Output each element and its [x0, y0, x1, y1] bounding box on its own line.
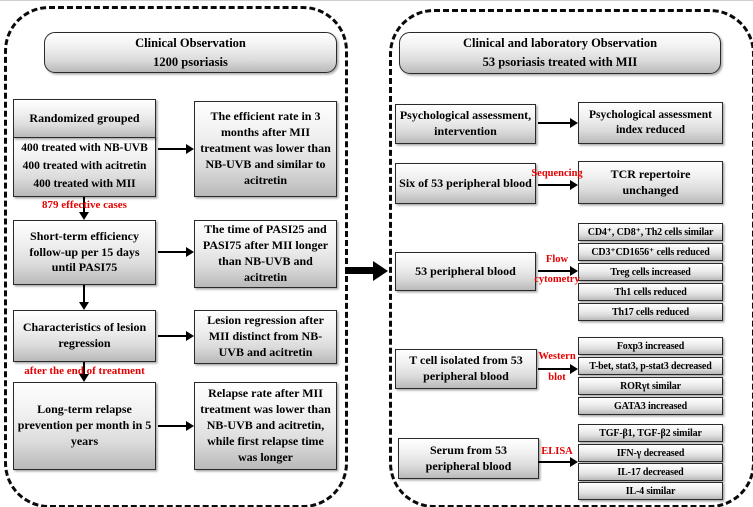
flow-result-1: CD3⁺CD1656⁺ cells reduced [591, 246, 710, 258]
psych-result-text: Psychological assessment index reduced [589, 108, 712, 136]
method-blot-label: blot [548, 372, 566, 383]
western-result-1: T-bet, stat3, p-stat3 decreased [589, 360, 712, 372]
right-panel-title-box: Clinical and laboratory Observation 53 p… [399, 32, 721, 74]
result-lesion-regression-box: Lesion regression after MII distinct fro… [194, 310, 337, 364]
right-title-line1: Clinical and laboratory Observation [462, 36, 658, 51]
short-term-label: Short-term efficiency follow-up per 15 d… [29, 228, 140, 275]
western-result-2: RORγt similar [620, 380, 681, 392]
long-term-box: Long-term relapse prevention per month i… [13, 382, 156, 470]
arrow-psych-to-result [538, 122, 570, 124]
serum-label: Serum from 53 peripheral blood [425, 442, 512, 473]
arrow-down-to-lesion [83, 285, 85, 302]
flow-result-4: Th17 cells reduced [611, 306, 690, 318]
arrow-shortterm-to-result [158, 251, 186, 253]
western-result-item: T-bet, stat3, p-stat3 decreased [578, 357, 723, 375]
psych-assessment-label: Psychological assessment, intervention [399, 108, 532, 138]
arrow-longterm-to-result [158, 425, 186, 427]
elisa-result-item: IL-4 similar [578, 482, 723, 500]
panel-connector-arrow [345, 267, 373, 274]
lesion-characteristics-box: Characteristics of lesion regression [13, 310, 156, 362]
long-term-label: Long-term relapse prevention per month i… [17, 402, 152, 448]
elisa-result-item: TGF-β1, TGF-β2 similar [578, 424, 723, 442]
elisa-result-2: IL-17 decreased [617, 466, 684, 478]
left-panel-title-box: Clinical Observation 1200 psoriasis [44, 32, 337, 73]
left-title-line1: Clinical Observation [135, 35, 246, 50]
psych-result-box: Psychological assessment index reduced [578, 102, 723, 144]
flow-result-0: CD4⁺, CD8⁺, Th2 cells similar [587, 226, 714, 238]
result-lesion-regression-text: Lesion regression after MII distinct fro… [207, 313, 324, 359]
serum-box: Serum from 53 peripheral blood [398, 438, 539, 479]
randomized-grouped-box: Randomized grouped [13, 99, 156, 138]
tcell-isolated-label: T cell isolated from 53 peripheral blood [409, 353, 523, 383]
group-acitretin: 400 treated with acitretin [22, 160, 147, 173]
note-effective-cases: 879 effective cases [42, 199, 127, 211]
flow-result-item: CD3⁺CD1656⁺ cells reduced [578, 243, 723, 261]
arrow-elisa [538, 461, 570, 463]
treatment-groups-box: 400 treated with NB-UVB 400 treated with… [13, 137, 156, 197]
tcr-result-text: TCR repertoire unchanged [610, 166, 691, 197]
arrow-western-blot [538, 368, 570, 370]
flow-result-item: Th1 cells reduced [578, 283, 723, 301]
arrow-down-effective-cases [83, 197, 85, 212]
peripheral-blood-box: 53 peripheral blood [395, 252, 536, 291]
flow-result-item: Th17 cells reduced [578, 303, 723, 321]
result-relapse-rate-box: Relapse rate after MII treatment was low… [194, 382, 337, 470]
tcr-result-box: TCR repertoire unchanged [578, 161, 723, 204]
psych-assessment-box: Psychological assessment, intervention [395, 104, 536, 144]
flow-result-item: Treg cells increased [578, 263, 723, 281]
flow-result-item: CD4⁺, CD8⁺, Th2 cells similar [578, 223, 723, 241]
method-western-label: Western [538, 351, 576, 362]
method-cytometry-label: cytometry [534, 274, 580, 285]
flow-result-3: Th1 cells reduced [614, 286, 687, 298]
result-pasi-time-text: The time of PASI25 and PASI75 after MII … [202, 222, 329, 284]
method-sequencing-label: Sequencing [531, 168, 583, 179]
group-nbuvb: 400 treated with NB-UVB [21, 142, 148, 155]
elisa-result-1: IFN-γ decreased [616, 447, 685, 459]
western-result-0: Foxp3 increased [616, 340, 685, 352]
right-title-line2: 53 psoriasis treated with MII [482, 55, 638, 69]
short-term-box: Short-term efficiency follow-up per 15 d… [13, 220, 156, 285]
western-result-3: GATA3 increased [613, 400, 688, 412]
result-pasi-time-box: The time of PASI25 and PASI75 after MII … [194, 220, 337, 288]
arrow-randomized-to-result [158, 148, 186, 150]
elisa-result-item: IFN-γ decreased [578, 444, 723, 462]
arrow-flow-cytometry [538, 270, 570, 272]
western-result-item: Foxp3 increased [578, 337, 723, 355]
western-result-item: GATA3 increased [578, 397, 723, 415]
result-efficient-rate-text: The efficient rate in 3 months after MII… [200, 109, 331, 187]
arrow-sequencing [538, 184, 570, 186]
flow-result-2: Treg cells increased [610, 266, 691, 278]
peripheral-blood-label: 53 peripheral blood [415, 263, 516, 278]
western-result-item: RORγt similar [578, 377, 723, 395]
elisa-result-item: IL-17 decreased [578, 463, 723, 481]
arrow-lesion-to-result [158, 335, 186, 337]
method-flow-label: Flow [545, 254, 569, 265]
randomized-grouped-label: Randomized grouped [29, 110, 140, 125]
tcell-isolated-box: T cell isolated from 53 peripheral blood [395, 349, 537, 389]
left-title-line2: 1200 psoriasis [153, 54, 228, 69]
elisa-result-3: IL-4 similar [625, 485, 676, 497]
elisa-result-0: TGF-β1, TGF-β2 similar [599, 427, 702, 439]
note-after-treatment: after the end of treatment [24, 365, 145, 377]
group-mii: 400 treated with MII [33, 177, 136, 190]
lesion-characteristics-label: Characteristics of lesion regression [22, 320, 147, 350]
six-peripheral-blood-label: Six of 53 peripheral blood [399, 175, 532, 190]
arrow-down-after-treatment [83, 362, 85, 374]
six-peripheral-blood-box: Six of 53 peripheral blood [395, 163, 536, 204]
result-relapse-rate-text: Relapse rate after MII treatment was low… [200, 386, 331, 464]
result-efficient-rate-box: The efficient rate in 3 months after MII… [194, 101, 337, 197]
method-elisa-label: ELISA [541, 446, 573, 457]
